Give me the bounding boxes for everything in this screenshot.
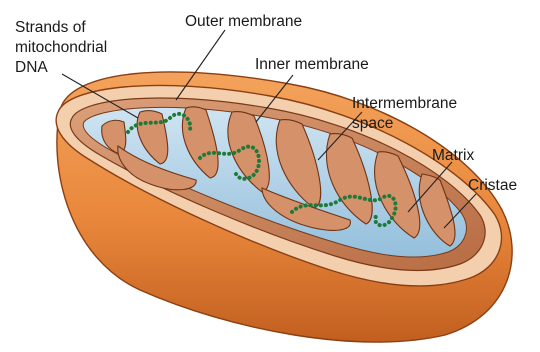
dna-label-line2: mitochondrial (15, 38, 107, 57)
outer-membrane-label: Outer membrane (185, 12, 302, 31)
dna-label-line1: Strands of (15, 18, 86, 37)
inner-membrane-label: Inner membrane (255, 55, 369, 74)
intermembrane-label-line2: space (352, 114, 393, 133)
cristae-label: Cristae (468, 176, 517, 195)
dna-label-line3: DNA (15, 58, 48, 77)
matrix-label: Matrix (432, 146, 474, 165)
intermembrane-label-line1: Intermembrane (352, 94, 457, 113)
